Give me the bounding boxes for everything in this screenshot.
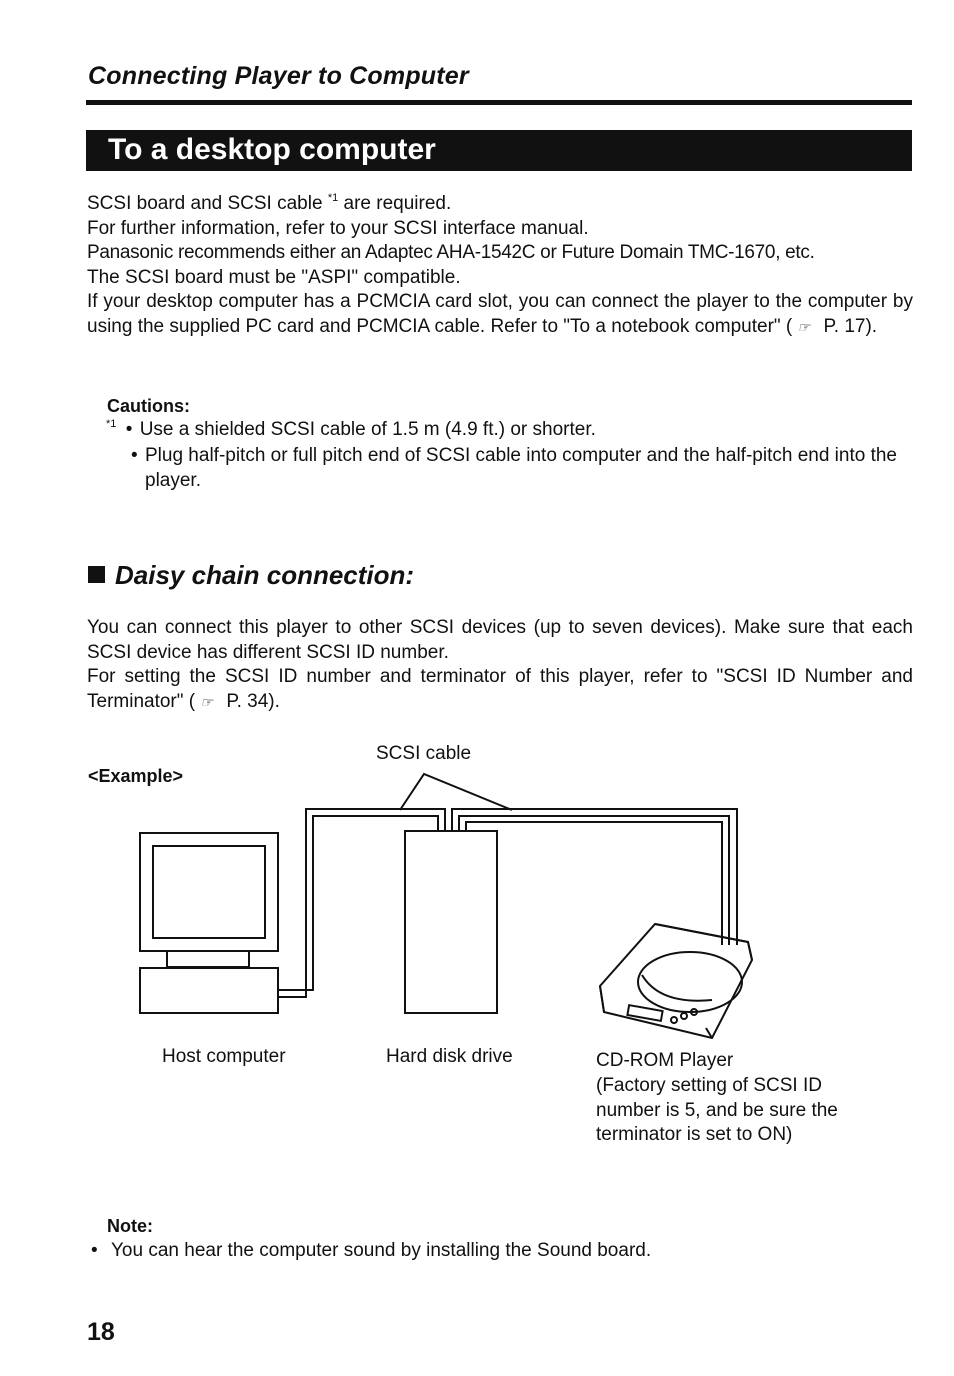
intro-line-1: SCSI board and SCSI cable *1 are require… [87,192,452,215]
reference-hand-icon: ☞ [200,693,213,710]
intro-line-2: For further information, refer to your S… [87,217,589,239]
cdrom-player-note: (Factory setting of SCSI ID number is 5,… [596,1075,838,1145]
hard-disk-drive-illustration [404,830,498,1014]
intro-line-4: The SCSI board must be "ASPI" compatible… [87,266,461,288]
section-header-bar: To a desktop computer [86,130,912,171]
bullet-icon: • [125,419,133,440]
intro-line-5: If your desktop computer has a PCMCIA ca… [87,290,913,339]
reference-hand-icon: ☞ [797,318,811,335]
chapter-rule [86,100,912,105]
intro-line-3: Panasonic recommends either an Adaptec A… [87,242,815,263]
daisy-para-2: For setting the SCSI ID number and termi… [87,665,913,714]
cable-host-to-hdd [278,815,439,991]
intro-text: SCSI board and SCSI cable *1 are require… [87,192,913,339]
cable-label-pointer [399,772,513,811]
daisy-chain-heading: Daisy chain connection: [88,560,414,591]
daisy-text: You can connect this player to other SCS… [87,616,913,714]
caution-item-1: *1 •Use a shielded SCSI cable of 1.5 m (… [106,418,906,443]
note-heading: Note: [107,1216,153,1236]
caution-item-2: •Plug half-pitch or full pitch end of SC… [131,445,898,491]
chapter-title: Connecting Player to Computer [88,62,469,90]
example-label: <Example> [88,766,184,786]
cautions-heading: Cautions: [107,396,190,416]
host-computer-illustration [139,832,279,1014]
bullet-icon: • [131,445,138,466]
daisy-para-1: You can connect this player to other SCS… [87,617,913,663]
section-title: To a desktop computer [108,133,436,166]
bullet-icon: • [91,1240,98,1261]
cable-hdd-to-cdrom [458,815,730,945]
square-bullet-icon [88,566,105,583]
host-computer-label: Host computer [162,1046,286,1067]
hard-disk-drive-label: Hard disk drive [386,1046,513,1067]
cdrom-player-illustration [598,922,754,1040]
footnote-marker: *1 [106,418,117,430]
note-item-1: •You can hear the computer sound by inst… [91,1240,652,1261]
cable-label: SCSI cable [376,743,472,764]
page-number: 18 [87,1318,115,1346]
cdrom-player-label: CD-ROM Player [596,1050,734,1071]
